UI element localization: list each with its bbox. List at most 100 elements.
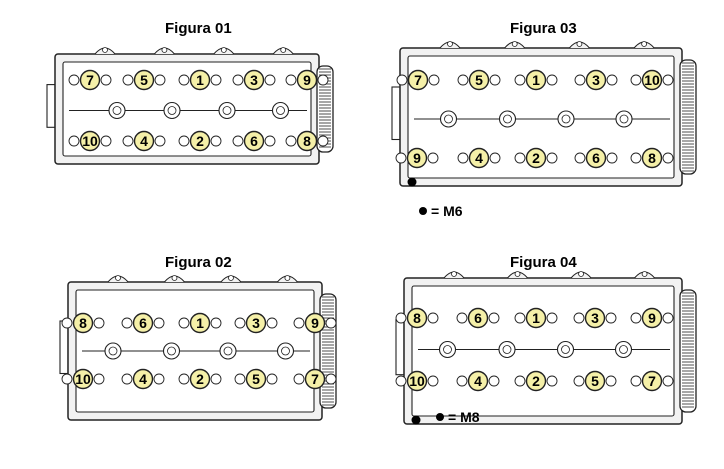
valve-ring [574, 74, 586, 86]
bolt-number-marker [132, 312, 154, 334]
valve-ring [514, 152, 526, 164]
head-left-tab [46, 84, 56, 128]
bolt-number: 7 [86, 72, 94, 88]
valve-ring [325, 373, 337, 385]
valve-ring [153, 317, 165, 329]
valve-ring [662, 375, 674, 387]
cam-journal-inner [503, 114, 512, 124]
bolt-number-marker [243, 130, 265, 152]
valve-ring [457, 152, 469, 164]
bolt-number-marker [585, 147, 607, 169]
bolt-number: 7 [648, 373, 656, 389]
bolt-number-marker [406, 370, 428, 392]
bolt-number-marker [407, 69, 429, 91]
valve-ring [61, 373, 73, 385]
valve-ring [489, 74, 501, 86]
valve-ring [396, 74, 408, 86]
valve-ring [121, 317, 133, 329]
head-boss-hole [161, 47, 168, 53]
figure-title: Figura 03 [510, 20, 577, 37]
valve-ring [488, 312, 500, 324]
valve-ring [606, 152, 618, 164]
cam-journal-inner [444, 114, 453, 124]
cam-journal-inner [108, 346, 118, 356]
valve-ring [178, 317, 190, 329]
valve-ring [61, 317, 73, 329]
cam-journal-inner [619, 345, 628, 354]
head-boss-hole [228, 275, 234, 281]
valve-ring [285, 135, 297, 147]
bolt-number-marker [304, 368, 326, 390]
valve-ring [234, 373, 246, 385]
bolt-number: 8 [303, 133, 311, 149]
valve-ring [395, 152, 407, 164]
bolt-number: 10 [75, 371, 91, 387]
head-boss-hole [576, 41, 583, 47]
bolt-number-marker [72, 368, 94, 390]
valve-ring [122, 74, 134, 86]
bolt-number: 7 [311, 371, 319, 387]
valve-ring [488, 375, 500, 387]
head-boss-hole [280, 47, 287, 53]
bolt-number: 2 [196, 371, 204, 387]
valve-ring [573, 312, 585, 324]
valve-ring [153, 373, 165, 385]
valve-ring [210, 373, 222, 385]
bolt-number: 1 [196, 315, 204, 331]
valve-ring [630, 312, 642, 324]
cam-journal-inner [561, 345, 570, 354]
valve-ring [325, 317, 337, 329]
valve-ring [546, 375, 558, 387]
valve-ring [662, 74, 674, 86]
valve-ring [264, 74, 276, 86]
valve-ring [178, 135, 190, 147]
bolt-number: 5 [475, 72, 483, 88]
valve-ring [662, 312, 674, 324]
bolt-number: 6 [139, 315, 147, 331]
valve-ring [395, 375, 407, 387]
valve-ring [264, 135, 276, 147]
note-text: = M8 [448, 409, 480, 425]
bolt-number-marker [296, 130, 318, 152]
bolt-number: 9 [311, 315, 319, 331]
bolt-number-marker [525, 147, 547, 169]
bolt-marker-icon [436, 413, 444, 421]
bolt-number-marker [132, 368, 154, 390]
bolt-number-marker [585, 69, 607, 91]
head-boss-hole [171, 275, 178, 281]
valve-ring [266, 373, 278, 385]
small-bolt-marker [407, 177, 417, 187]
valve-ring [606, 74, 618, 86]
valve-ring [232, 135, 244, 147]
valve-ring [100, 74, 112, 86]
head-boss-hole [220, 47, 227, 53]
cam-journal-inner [167, 106, 177, 115]
bolt-size-note: = M6 [419, 203, 463, 219]
valve-ring [427, 375, 439, 387]
head-boss-hole [578, 271, 584, 277]
valve-ring [293, 317, 305, 329]
figure-title: Figura 02 [165, 254, 232, 271]
valve-ring [210, 74, 222, 86]
cam-journal-inner [619, 114, 629, 124]
cam-journal-inner [561, 114, 571, 124]
bolt-number-marker [133, 69, 155, 91]
head-boss-hole [284, 275, 291, 281]
valve-ring [317, 74, 329, 86]
bolt-number-marker [72, 312, 94, 334]
valve-ring [266, 317, 278, 329]
valve-ring [456, 375, 468, 387]
cam-journal-inner [222, 106, 232, 115]
valve-ring [514, 312, 526, 324]
valve-ring [546, 152, 558, 164]
bolt-number: 9 [648, 310, 656, 326]
bolt-number: 3 [252, 315, 260, 331]
valve-ring [427, 152, 439, 164]
valve-ring [546, 312, 558, 324]
valve-ring [154, 74, 166, 86]
bolt-number-marker [641, 307, 663, 329]
note-text: = M6 [431, 203, 463, 219]
cam-journal-inner [112, 106, 122, 115]
valve-ring [68, 74, 80, 86]
